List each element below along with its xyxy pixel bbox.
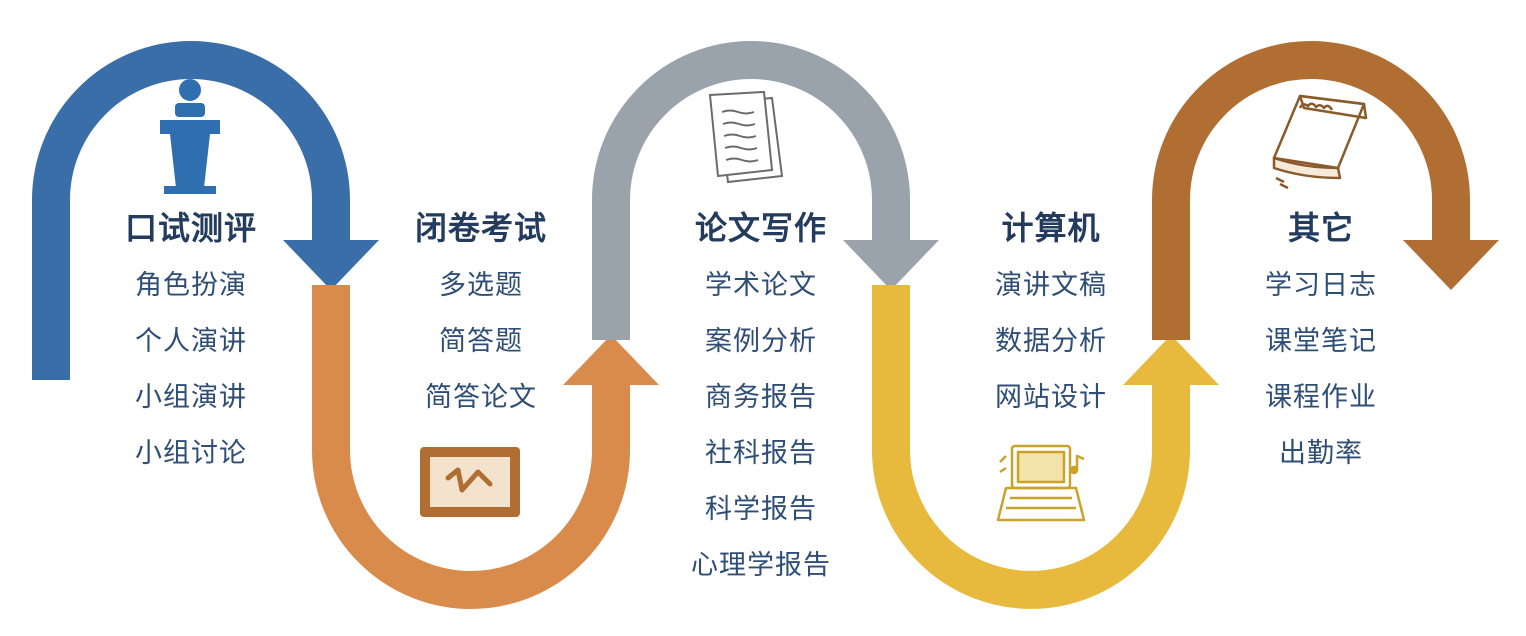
category-item: 个人演讲 xyxy=(135,326,247,357)
category-item: 心理学报告 xyxy=(691,550,831,581)
category-essay-writing: 论文写作 学术论文 案例分析 商务报告 社科报告 科学报告 心理学报告 xyxy=(656,208,866,594)
ribbon-segment-blue xyxy=(31,41,350,380)
category-item: 简答论文 xyxy=(425,382,537,413)
category-item: 演讲文稿 xyxy=(995,270,1107,301)
category-heading: 口试测评 xyxy=(124,209,257,247)
papers-icon xyxy=(708,90,784,184)
category-item: 小组讨论 xyxy=(135,438,247,469)
category-item: 角色扮演 xyxy=(135,270,247,301)
whiteboard-icon xyxy=(420,447,520,517)
arrow-down-blue xyxy=(283,240,379,290)
category-heading: 其它 xyxy=(1287,209,1354,247)
category-item: 课程作业 xyxy=(1265,382,1377,413)
category-item: 学习日志 xyxy=(1265,270,1377,301)
category-heading: 闭卷考试 xyxy=(414,209,547,247)
category-item: 社科报告 xyxy=(705,438,817,469)
arrow-down-brown xyxy=(1403,240,1499,290)
category-item: 案例分析 xyxy=(705,326,817,357)
category-heading: 计算机 xyxy=(1001,209,1101,247)
ribbon-segment-orange xyxy=(312,285,630,609)
category-oral-assessment: 口试测评 角色扮演 个人演讲 小组演讲 小组讨论 xyxy=(86,208,296,482)
category-computer: 计算机 演讲文稿 数据分析 网站设计 xyxy=(946,208,1156,426)
category-item: 学术论文 xyxy=(705,270,817,301)
category-item: 网站设计 xyxy=(995,382,1107,413)
category-heading: 论文写作 xyxy=(694,209,827,247)
category-item: 商务报告 xyxy=(705,382,817,413)
category-item: 简答题 xyxy=(439,326,523,357)
speaker-podium-icon xyxy=(160,79,220,194)
book-icon xyxy=(1272,94,1368,190)
category-item: 多选题 xyxy=(439,270,523,301)
ribbon-segment-yellow xyxy=(872,285,1190,609)
laptop-icon xyxy=(996,444,1086,522)
arrow-down-gray xyxy=(843,240,939,290)
category-item: 小组演讲 xyxy=(135,382,247,413)
category-other: 其它 学习日志 课堂笔记 课程作业 出勤率 xyxy=(1216,208,1426,482)
category-item: 出勤率 xyxy=(1279,438,1363,469)
arrow-up-yellow xyxy=(1123,335,1219,385)
ribbon-segment-gray xyxy=(592,41,910,340)
category-item: 科学报告 xyxy=(705,494,817,525)
category-item: 课堂笔记 xyxy=(1265,326,1377,357)
category-closed-book-exam: 闭卷考试 多选题 简答题 简答论文 xyxy=(376,208,586,426)
category-item: 数据分析 xyxy=(995,326,1107,357)
ribbon-segment-brown xyxy=(1152,41,1470,340)
arrow-up-orange xyxy=(563,335,659,385)
